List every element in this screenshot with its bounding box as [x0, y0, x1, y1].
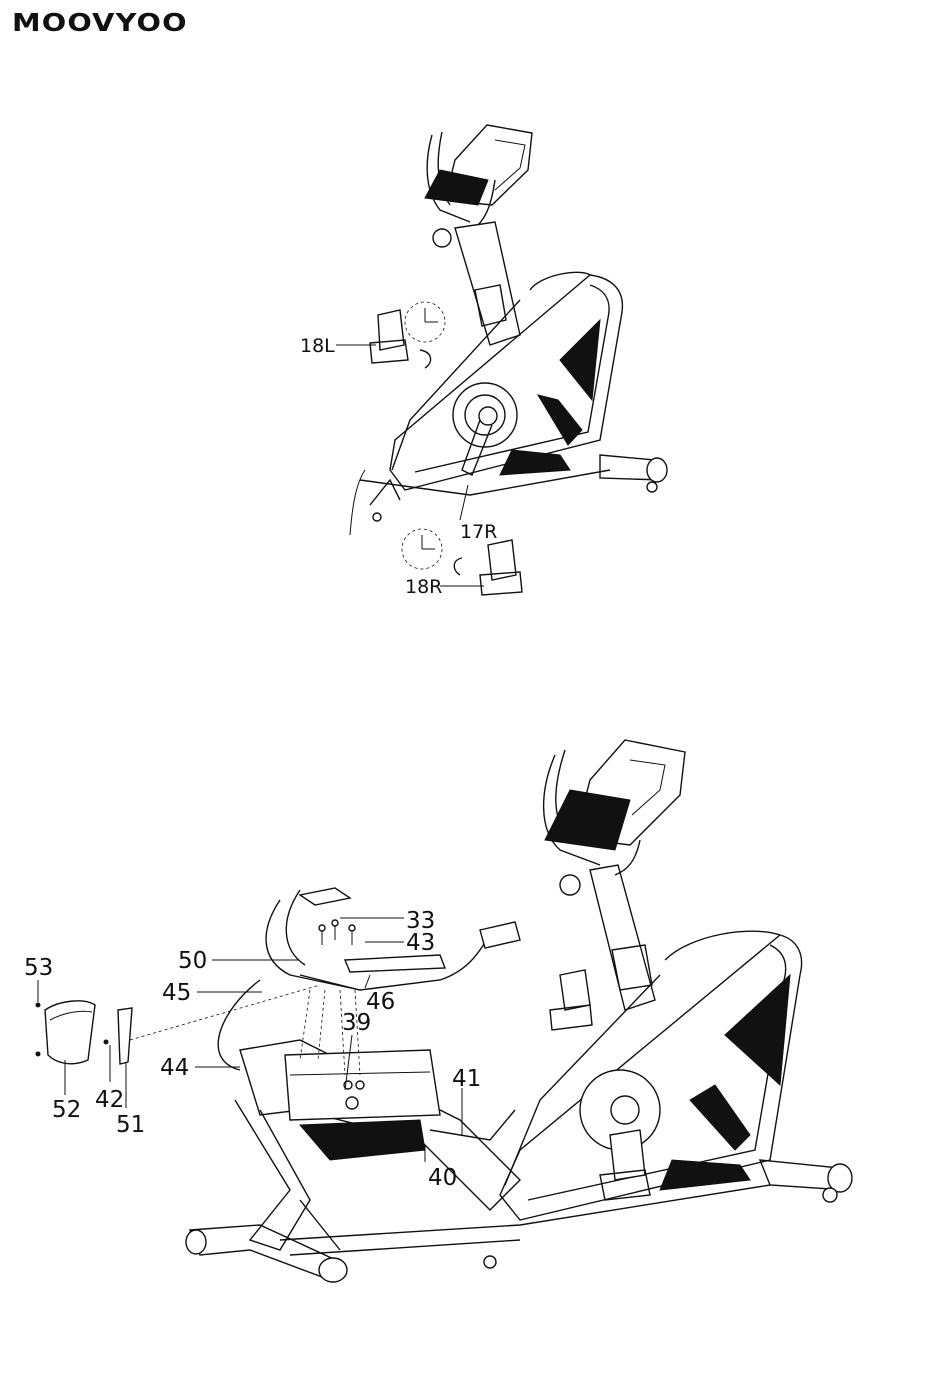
- label-40: 40: [428, 1165, 457, 1191]
- label-50: 50: [178, 948, 207, 974]
- label-17R: 17R: [460, 521, 497, 543]
- label-43: 43: [406, 930, 435, 956]
- label-52: 52: [52, 1097, 81, 1123]
- label-42: 42: [95, 1087, 124, 1113]
- label-41: 41: [452, 1066, 481, 1092]
- clock-icon: [405, 302, 445, 342]
- recumbent-bike-drawing: [36, 740, 852, 1282]
- label-39: 39: [342, 1010, 371, 1036]
- label-18L: 18L: [300, 335, 335, 357]
- upright-bike-drawing: [350, 125, 667, 595]
- label-53: 53: [24, 955, 53, 981]
- rotate-arrow-icon: [420, 350, 431, 368]
- label-51: 51: [116, 1112, 145, 1138]
- clock-icon: [402, 529, 442, 569]
- label-45: 45: [162, 980, 191, 1006]
- label-18R: 18R: [405, 576, 442, 598]
- label-44: 44: [160, 1055, 189, 1081]
- rotate-arrow-icon: [454, 558, 462, 575]
